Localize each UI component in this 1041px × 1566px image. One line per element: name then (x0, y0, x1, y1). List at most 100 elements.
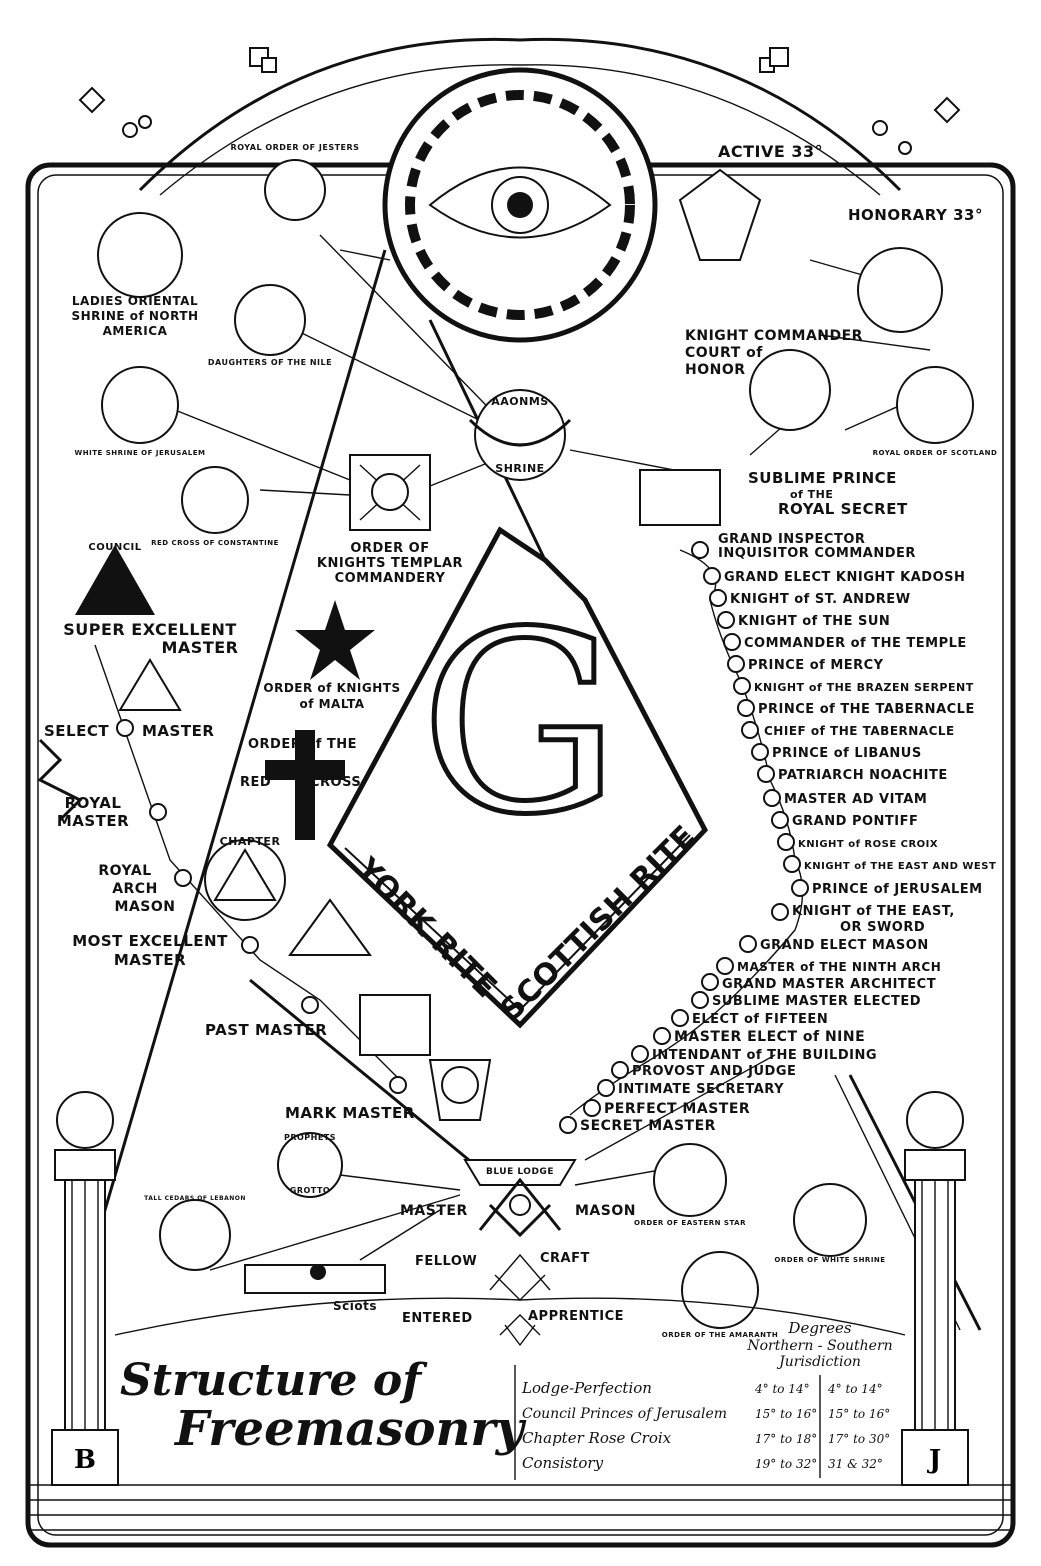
pillars (51, 1091, 969, 1486)
table-row-north: 19° to 32° (755, 1457, 817, 1471)
degree-label: KNIGHT of THE EAST, (792, 904, 955, 919)
templar-label-2: KNIGHTS TEMPLAR (317, 556, 463, 571)
royal-order-scotland-emblem (896, 366, 974, 444)
constantine-emblem (181, 466, 249, 534)
craft-label: CRAFT (540, 1251, 590, 1266)
degree-label: GRAND ELECT MASON (760, 938, 929, 953)
table-row-south: 31 & 32° (828, 1457, 883, 1471)
degree-label: CHIEF of THE TABERNACLE (764, 724, 955, 738)
table-row-name: Chapter Rose Croix (522, 1429, 672, 1447)
select-label-b: MASTER (142, 722, 214, 740)
blue-lodge-emblem (463, 1159, 577, 1347)
most-excellent-label-2: MASTER (114, 951, 186, 969)
select-label-a: SELECT (44, 722, 109, 740)
letter-g: G (420, 578, 620, 869)
shrine-top-label: AAONMS (491, 395, 548, 408)
tall-cedars-label: TALL CEDARS OF LEBANON (144, 1195, 246, 1202)
daughters-nile-label: DAUGHTERS OF THE NILE (208, 358, 332, 367)
degree-label: GRAND PONTIFF (792, 814, 918, 829)
table-row-name: Lodge-Perfection (521, 1379, 652, 1397)
pillar-letter-right: J (927, 1445, 941, 1475)
degree-label: PRINCE of MERCY (748, 658, 884, 673)
degree-label: KNIGHT of THE BRAZEN SERPENT (754, 681, 974, 694)
past-master-label: PAST MASTER (205, 1021, 327, 1039)
rama-label-2: ARCH (112, 881, 158, 897)
super-excellent-triangle (118, 658, 182, 711)
kcch-label-3: HONOR (685, 362, 746, 378)
blue-lodge-badge: BLUE LODGE (486, 1167, 554, 1177)
templar-label-1: ORDER OF (350, 541, 429, 556)
degree-markers (116, 541, 809, 1134)
degree-label: INTIMATE SECRETARY (618, 1082, 784, 1097)
degree-label: PATRIARCH NOACHITE (778, 768, 948, 783)
degree-label: COMMANDER of THE TEMPLE (744, 636, 967, 651)
table-heading-3: Jurisdiction (776, 1354, 861, 1370)
super-excellent-label-2: MASTER (162, 638, 239, 657)
templar-label-3: COMMANDERY (335, 571, 446, 586)
shrine-emblem (474, 389, 566, 481)
table-row-name: Council Princes of Jerusalem (522, 1406, 727, 1422)
square-and-g: G YORK RITE SCOTTISH RITE (326, 526, 709, 1029)
eastern-star-label: ORDER OF EASTERN STAR (634, 1219, 746, 1227)
most-excellent-emblem (288, 898, 372, 956)
apprentice-label: APPRENTICE (528, 1309, 624, 1324)
title-line-1: Structure of (120, 1355, 428, 1406)
active-33-emblem (678, 168, 762, 261)
sublime-prince-label-2: of THE (790, 488, 833, 501)
kcch-label-1: KNIGHT COMMANDER (685, 328, 863, 344)
degree-label: GRAND ELECT KNIGHT KADOSH (724, 570, 965, 585)
white-shrine-bottom-label: ORDER OF WHITE SHRINE (774, 1256, 885, 1264)
degree-label: PERFECT MASTER (604, 1101, 750, 1117)
emblems (75, 159, 974, 1121)
master-mason-label-b: MASON (575, 1203, 636, 1219)
ladies-label-2: SHRINE of NORTH (71, 309, 198, 323)
all-seeing-eye-emblem (382, 67, 658, 343)
fellow-label: FELLOW (415, 1254, 477, 1269)
degree-label: GRAND INSPECTOR (718, 532, 865, 547)
table-heading-1: Degrees (787, 1319, 851, 1337)
royal-master-label-2: MASTER (57, 812, 129, 830)
white-shrine-label: WHITE SHRINE OF JERUSALEM (75, 449, 206, 457)
super-excellent-label-1: SUPER EXCELLENT (63, 620, 237, 639)
ladies-label-3: AMERICA (103, 324, 168, 338)
red-cross-label-b: RED (240, 775, 271, 790)
degree-label: KNIGHT of ST. ANDREW (730, 592, 911, 607)
bottom-panel (114, 1297, 906, 1480)
celestial-globe-icon (906, 1091, 964, 1149)
sublime-prince-label-3: ROYAL SECRET (778, 500, 908, 518)
degree-label: MASTER ELECT of NINE (674, 1029, 865, 1045)
amaranth-label: ORDER OF THE AMARANTH (662, 1331, 778, 1339)
sciots-label: Sciots (333, 1299, 377, 1313)
sublime-prince-label-1: SUBLIME PRINCE (748, 469, 897, 487)
double-eagle-emblem (639, 469, 721, 526)
degree-label: PRINCE of LIBANUS (772, 746, 922, 761)
degree-label: GRAND MASTER ARCHITECT (722, 977, 936, 992)
table-row-name: Consistory (522, 1454, 604, 1472)
red-cross-label-c: CROSS (310, 775, 361, 790)
table-row-north: 4° to 14° (754, 1382, 810, 1396)
degree-label: OR SWORD (840, 920, 925, 935)
rama-label-3: MASON (115, 899, 176, 915)
text-labels: ACTIVE 33° HONORARY 33° KNIGHT COMMANDER… (44, 142, 997, 1475)
white-shrine-emblem (101, 366, 179, 444)
daughters-nile-emblem (234, 284, 306, 356)
table-row-south: 17° to 30° (828, 1432, 890, 1446)
royal-master-label-1: ROYAL (65, 794, 122, 812)
ladies-oriental-emblem (97, 212, 183, 298)
chapter-label: CHAPTER (220, 835, 281, 848)
mark-master-label: MARK MASTER (285, 1104, 415, 1122)
title-line-2: Freemasonry (173, 1401, 527, 1457)
table-heading-2: Northern - Southern (746, 1338, 892, 1354)
degree-label: MASTER AD VITAM (784, 792, 927, 807)
degree-label: PROVOST AND JUDGE (632, 1064, 796, 1079)
kcch-emblem (749, 349, 831, 431)
degree-label: KNIGHT of ROSE CROIX (798, 839, 938, 850)
lower-emblems (159, 1132, 867, 1329)
degree-label: INTENDANT of THE BUILDING (652, 1048, 877, 1063)
degree-label: PRINCE of THE TABERNACLE (758, 702, 975, 717)
ladies-label-1: LADIES ORIENTAL (72, 294, 198, 308)
royal-order-scotland-label: ROYAL ORDER OF SCOTLAND (873, 449, 998, 457)
jesters-emblem (264, 159, 326, 221)
jesters-label: ROYAL ORDER OF JESTERS (231, 143, 360, 152)
